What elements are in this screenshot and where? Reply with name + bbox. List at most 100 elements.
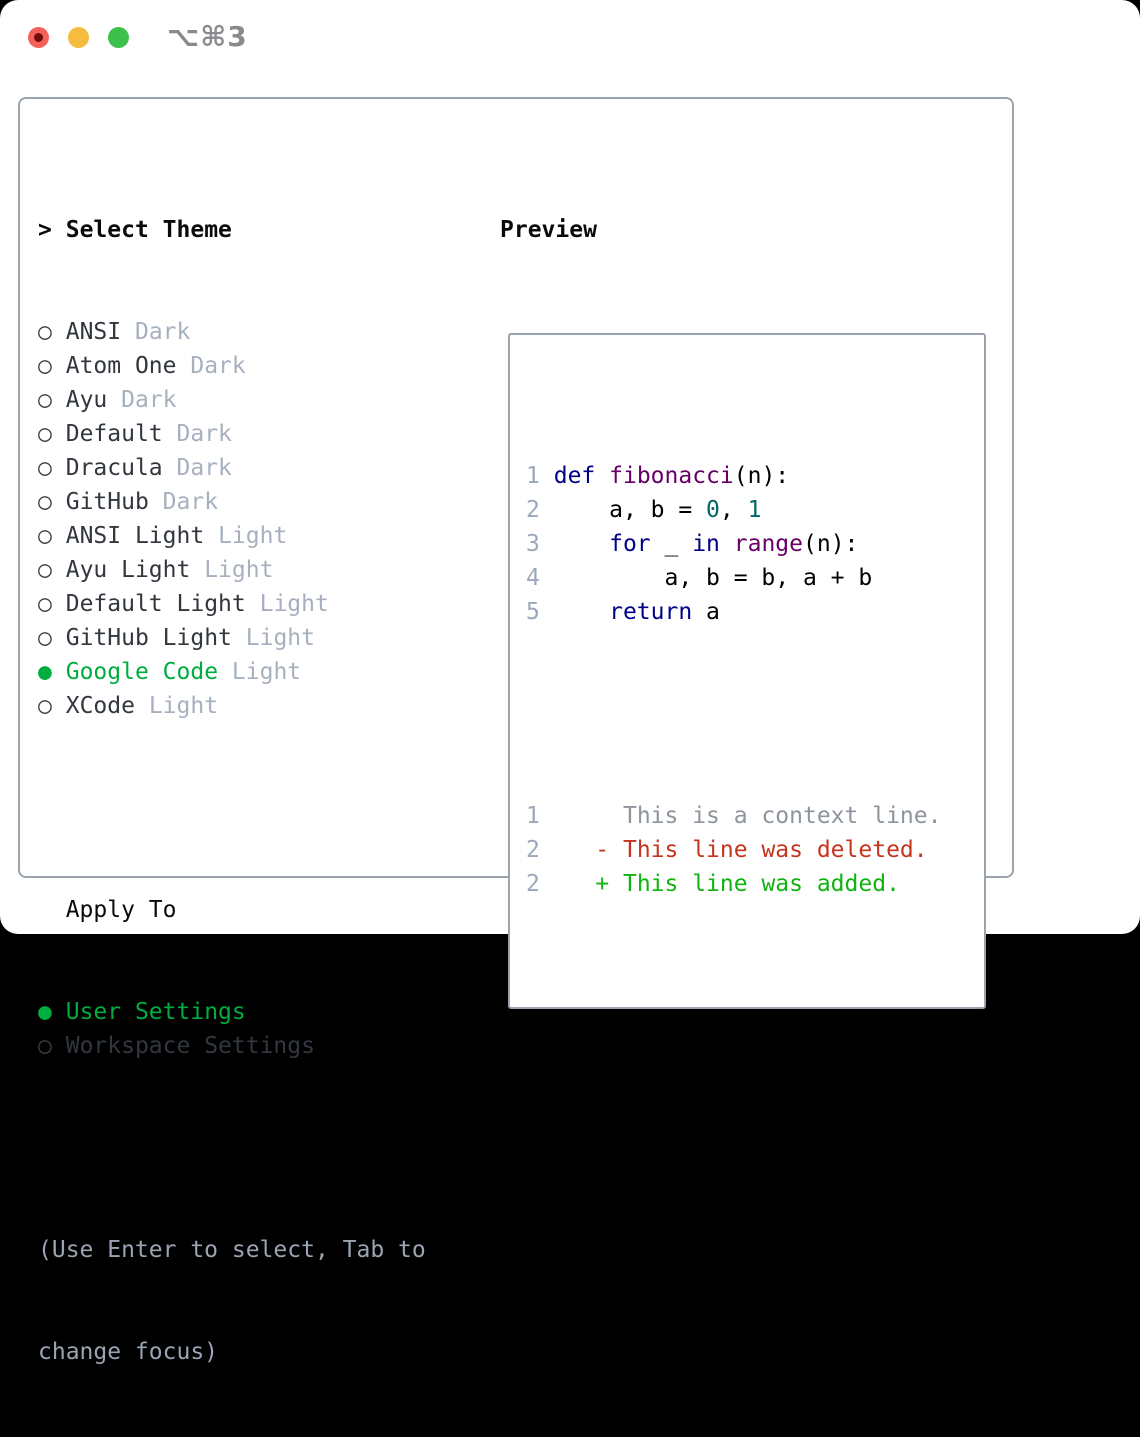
line-number: 3 bbox=[526, 531, 540, 557]
theme-variant-tag: Dark bbox=[121, 387, 177, 413]
diff-marker-icon: - bbox=[595, 837, 610, 863]
spacer bbox=[38, 1131, 488, 1165]
apply-to-option[interactable]: ○ Workspace Settings bbox=[38, 1029, 488, 1063]
help-text-line-2: change focus) bbox=[38, 1339, 219, 1365]
diff-line-added: 2 + This line was added. bbox=[526, 867, 968, 901]
radio-icon: ○ bbox=[38, 523, 52, 549]
theme-name: Dracula bbox=[65, 455, 163, 481]
radio-selected-icon: ● bbox=[38, 659, 52, 685]
apply-to-option[interactable]: ● User Settings bbox=[38, 995, 488, 1029]
apply-to-list: ● User Settings○ Workspace Settings bbox=[38, 995, 488, 1063]
code-token: def bbox=[553, 463, 596, 489]
cursor-icon: > bbox=[38, 217, 52, 243]
diff-text: This line was deleted. bbox=[622, 837, 928, 863]
code-token: , bbox=[719, 497, 748, 523]
theme-variant-tag: Light bbox=[231, 659, 302, 685]
theme-name: Default bbox=[65, 421, 163, 447]
radio-icon: ○ bbox=[38, 421, 52, 447]
select-theme-title: Select Theme bbox=[65, 217, 232, 243]
theme-option[interactable]: ○ ANSI Light Light bbox=[38, 519, 488, 553]
diff-line-context: 1 This is a context line. bbox=[526, 799, 968, 833]
theme-option[interactable]: ○ Ayu Dark bbox=[38, 383, 488, 417]
theme-name: Google Code bbox=[65, 659, 219, 685]
code-token: range bbox=[733, 531, 804, 557]
theme-variant-tag: Dark bbox=[190, 353, 246, 379]
theme-option[interactable]: ○ ANSI Dark bbox=[38, 315, 488, 349]
diff-marker-icon bbox=[595, 803, 609, 829]
radio-icon: ○ bbox=[38, 319, 52, 345]
radio-icon: ○ bbox=[38, 591, 52, 617]
code-token: a bbox=[692, 599, 720, 625]
select-theme-header: > Select Theme bbox=[38, 213, 488, 247]
traffic-lights bbox=[28, 27, 129, 48]
minimize-button[interactable] bbox=[68, 27, 89, 48]
close-dot-icon bbox=[34, 33, 43, 42]
theme-option[interactable]: ○ Ayu Light Light bbox=[38, 553, 488, 587]
apply-to-header: Apply To bbox=[65, 897, 177, 923]
line-number: 2 bbox=[526, 497, 540, 523]
zoom-button[interactable] bbox=[108, 27, 129, 48]
radio-icon: ○ bbox=[38, 353, 52, 379]
radio-icon: ○ bbox=[38, 1033, 52, 1059]
theme-name: Ayu bbox=[65, 387, 108, 413]
code-line: 4 a, b = b, a + b bbox=[526, 561, 968, 595]
radio-icon: ○ bbox=[38, 625, 52, 651]
theme-option[interactable]: ● Google Code Light bbox=[38, 655, 488, 689]
close-button[interactable] bbox=[28, 27, 49, 48]
code-line: 5 return a bbox=[526, 595, 968, 629]
spacer bbox=[526, 697, 968, 731]
diff-preview: 1 This is a context line.2 - This line w… bbox=[526, 799, 968, 901]
code-token bbox=[720, 531, 734, 557]
apply-to-label: User Settings bbox=[65, 999, 246, 1025]
code-token: for bbox=[609, 531, 651, 557]
theme-variant-tag: Light bbox=[245, 625, 315, 651]
theme-selector-panel: > Select Theme ○ ANSI Dark○ Atom One Dar… bbox=[18, 97, 1014, 1365]
code-token: 0 bbox=[706, 497, 720, 523]
theme-select-column: > Select Theme ○ ANSI Dark○ Atom One Dar… bbox=[38, 145, 488, 1437]
theme-variant-tag: Dark bbox=[176, 421, 232, 447]
apply-to-label: Workspace Settings bbox=[65, 1033, 315, 1059]
preview-title: Preview bbox=[500, 217, 597, 243]
theme-variant-tag: Light bbox=[218, 523, 288, 549]
title-bar: ⌥⌘3 bbox=[0, 0, 1140, 97]
help-text-line-1: (Use Enter to select, Tab to bbox=[38, 1237, 426, 1263]
line-number: 1 bbox=[526, 463, 540, 489]
code-token: (n): bbox=[733, 463, 790, 489]
theme-option[interactable]: ○ GitHub Dark bbox=[38, 485, 488, 519]
radio-icon: ○ bbox=[38, 489, 52, 515]
code-line: 2 a, b = 0, 1 bbox=[526, 493, 968, 527]
code-token bbox=[554, 599, 609, 625]
window-title: ⌥⌘3 bbox=[167, 20, 248, 53]
theme-name: XCode bbox=[65, 693, 135, 719]
code-token: fibonacci bbox=[609, 463, 734, 489]
diff-marker-icon: + bbox=[595, 871, 610, 897]
theme-option[interactable]: ○ Dracula Dark bbox=[38, 451, 488, 485]
code-token: 1 bbox=[747, 497, 762, 523]
theme-option[interactable]: ○ XCode Light bbox=[38, 689, 488, 723]
code-token: return bbox=[609, 599, 693, 625]
theme-name: ANSI bbox=[65, 319, 122, 345]
theme-name: Ayu Light bbox=[65, 557, 191, 583]
theme-option[interactable]: ○ Default Light Light bbox=[38, 587, 488, 621]
theme-option[interactable]: ○ Default Dark bbox=[38, 417, 488, 451]
theme-option[interactable]: ○ Atom One Dark bbox=[38, 349, 488, 383]
diff-text: This line was added. bbox=[622, 871, 900, 897]
diff-line-deleted: 2 - This line was deleted. bbox=[526, 833, 968, 867]
code-token: a, b = b, a + b bbox=[553, 565, 873, 591]
theme-option[interactable]: ○ GitHub Light Light bbox=[38, 621, 488, 655]
preview-column: Preview 1 def fibonacci(n):2 a, b = 0, 1… bbox=[500, 145, 1006, 1077]
diff-text: This is a context line. bbox=[622, 803, 942, 829]
code-token: in bbox=[692, 531, 720, 557]
code-token: a, b = bbox=[553, 497, 707, 523]
theme-variant-tag: Dark bbox=[176, 455, 232, 481]
theme-name: Default Light bbox=[65, 591, 246, 617]
line-number: 2 bbox=[526, 837, 540, 863]
theme-variant-tag: Light bbox=[148, 693, 219, 719]
theme-name: GitHub bbox=[65, 489, 149, 515]
code-line: 3 for _ in range(n): bbox=[526, 527, 968, 561]
spacer bbox=[38, 791, 488, 825]
code-line: 1 def fibonacci(n): bbox=[526, 459, 968, 493]
theme-variant-tag: Light bbox=[204, 557, 274, 583]
